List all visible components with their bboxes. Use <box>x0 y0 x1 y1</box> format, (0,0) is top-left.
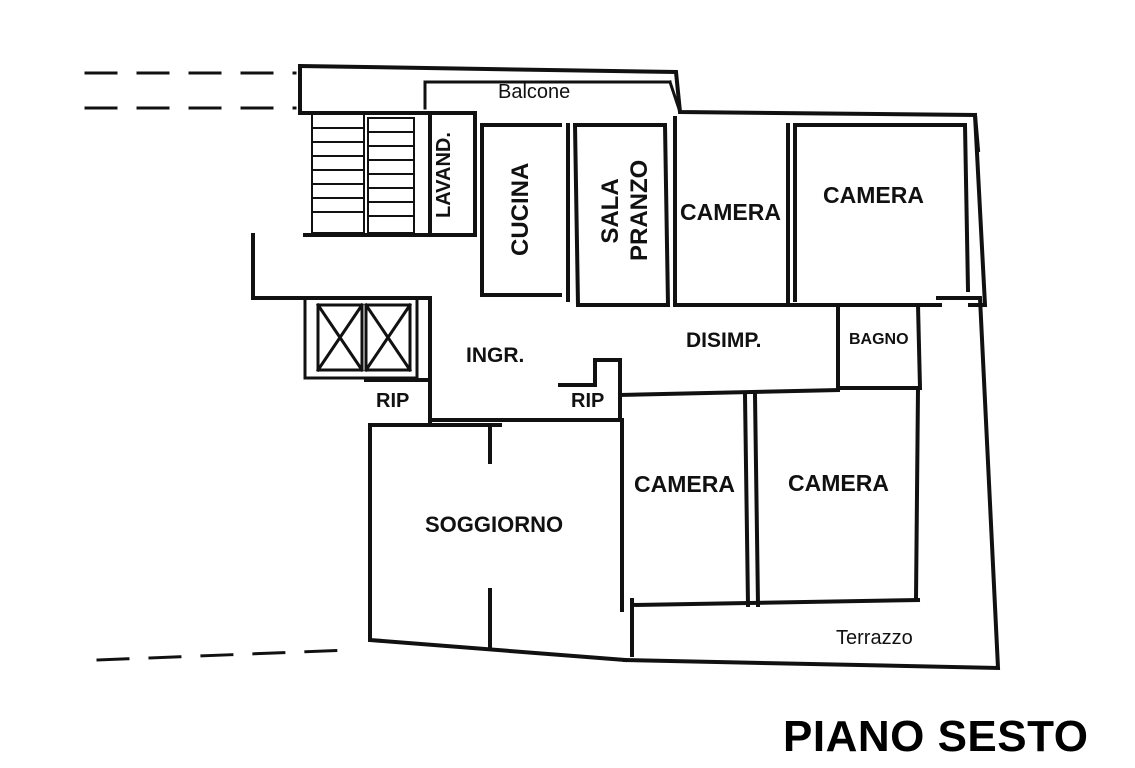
room-label-sala: SALA <box>597 178 624 244</box>
room-label-camera-2: CAMERA <box>823 182 924 208</box>
room-label-terrazzo: Terrazzo <box>836 627 913 649</box>
outer-walls <box>251 63 1001 671</box>
room-label-camera-1: CAMERA <box>680 199 781 225</box>
room-label-soggiorno: SOGGIORNO <box>425 512 564 537</box>
room-label-rip-1: RIP <box>376 390 410 412</box>
room-label-ingresso: INGR. <box>466 344 525 367</box>
floor-title: PIANO SESTO <box>783 712 1089 761</box>
room-label-balcone: Balcone <box>498 81 571 103</box>
boundary-dashed-top <box>84 71 352 662</box>
room-label-bagno: BAGNO <box>849 331 909 348</box>
stairs <box>311 112 415 234</box>
room-label-lavanderia: LAVAND. <box>433 132 455 218</box>
balcony-walls <box>423 80 682 114</box>
room-label-cucina: CUCINA <box>507 162 534 256</box>
room-label-rip-2: RIP <box>571 390 605 412</box>
room-label-disimpegno: DISIMP. <box>686 329 762 352</box>
room-label-camera-3: CAMERA <box>634 471 735 497</box>
elevator-shafts <box>303 296 419 380</box>
interior-walls <box>364 111 971 657</box>
room-label-camera-4: CAMERA <box>788 470 889 496</box>
room-label-pranzo: PRANZO <box>626 159 653 261</box>
